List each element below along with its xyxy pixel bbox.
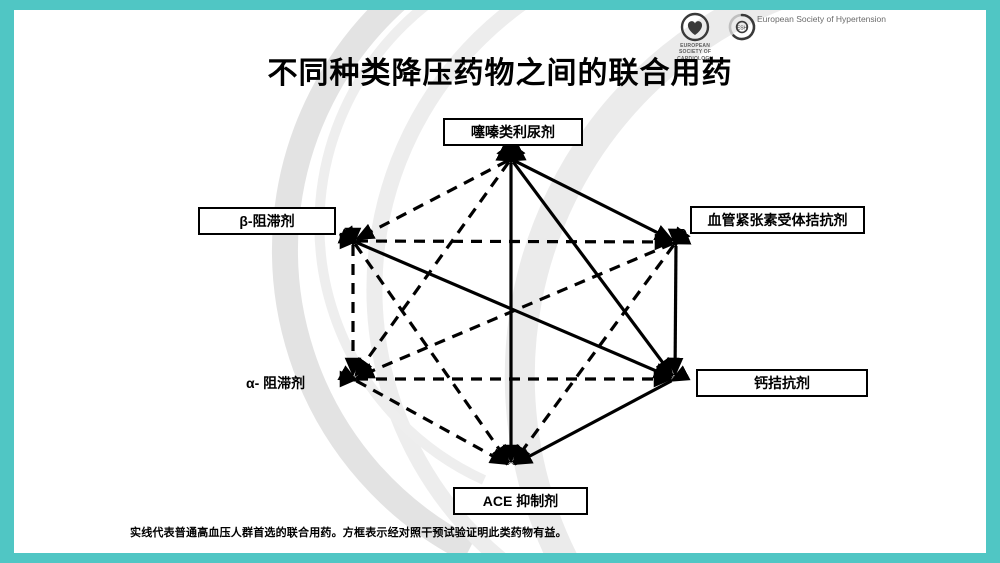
edge-thiazide-alpha [354,143,526,378]
drug-combination-hexagon-diagram: 噻嗪类利尿剂 β-阻滞剂 血管紧张素受体拮抗剂 α- 阻滞剂 钙拮抗剂 ACE … [14,10,986,553]
node-label-alpha-blocker[interactable]: α- 阻滞剂 [246,375,306,391]
node-label-ace-inhibitor[interactable]: ACE 抑制剂 [453,487,588,516]
edge-alpha-ace [337,365,510,466]
node-label-beta-blocker[interactable]: β-阻滞剂 [198,207,336,236]
edge-thiazide-beta [354,145,527,241]
node-label-thiazide[interactable]: 噻嗪类利尿剂 [443,118,583,147]
esc-logo-caption: EUROPEAN SOCIETY OF CARDIOLOGY [677,43,713,62]
edge-arb-ccb [666,228,685,377]
footnote-text: 实线代表普通高血压人群首选的联合用药。方框表示经对照干预试验证明此类药物有益。 [130,527,567,539]
esh-mark-text: ESH [737,25,748,31]
esc-logo: EUROPEAN SOCIETY OF CARDIOLOGY [677,12,713,62]
page-title: 不同种类降压药物之间的联合用药 [267,57,733,90]
edge-thiazide-arb [495,145,675,242]
header-logos: EUROPEAN SOCIETY OF CARDIOLOGY ESH Europ… [677,12,886,62]
slide-content-panel: EUROPEAN SOCIETY OF CARDIOLOGY ESH Europ… [14,10,986,553]
heart-in-circle-icon [680,12,710,42]
edge-beta-ace [338,225,511,465]
node-label-arb[interactable]: 血管紧张素受体拮抗剂 [690,206,865,235]
diagram-edges [337,143,692,466]
edge-beta-arb [339,232,674,251]
esh-logo-caption: European Society of Hypertension [757,14,886,24]
esh-circular-icon: ESH [728,13,756,41]
edge-arb-ace [512,226,691,465]
edge-ccb-ace [512,365,691,466]
node-label-ccb[interactable]: 钙拮抗剂 [696,369,868,398]
esh-logo: ESH European Society of Hypertension [727,12,886,42]
